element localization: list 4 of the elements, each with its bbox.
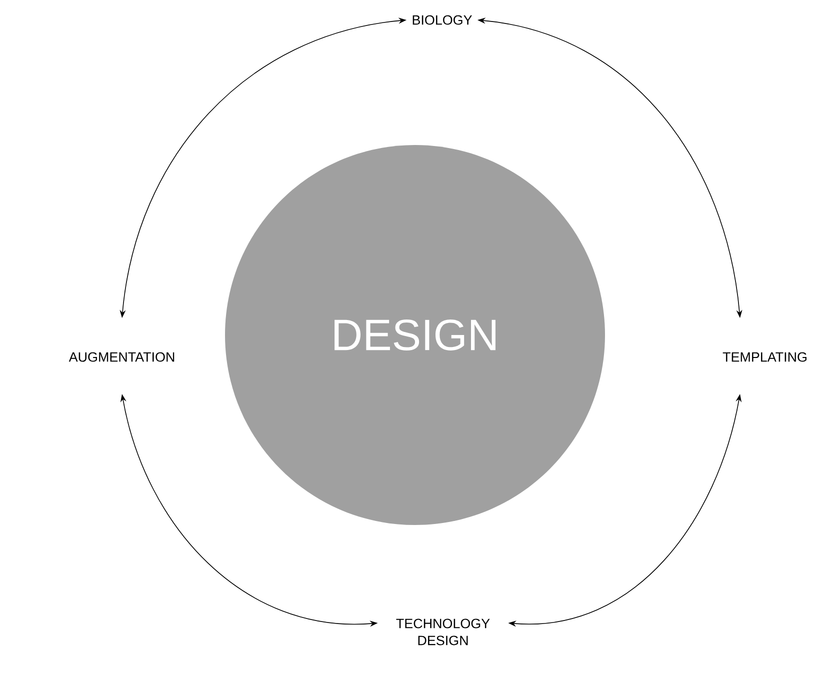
node-label: AUGMENTATION xyxy=(68,352,174,362)
node-label: TECHNOLOGY DESIGN xyxy=(396,618,490,646)
node-label: BIOLOGY xyxy=(412,15,472,25)
node-label: TEMPLATING xyxy=(722,352,806,362)
